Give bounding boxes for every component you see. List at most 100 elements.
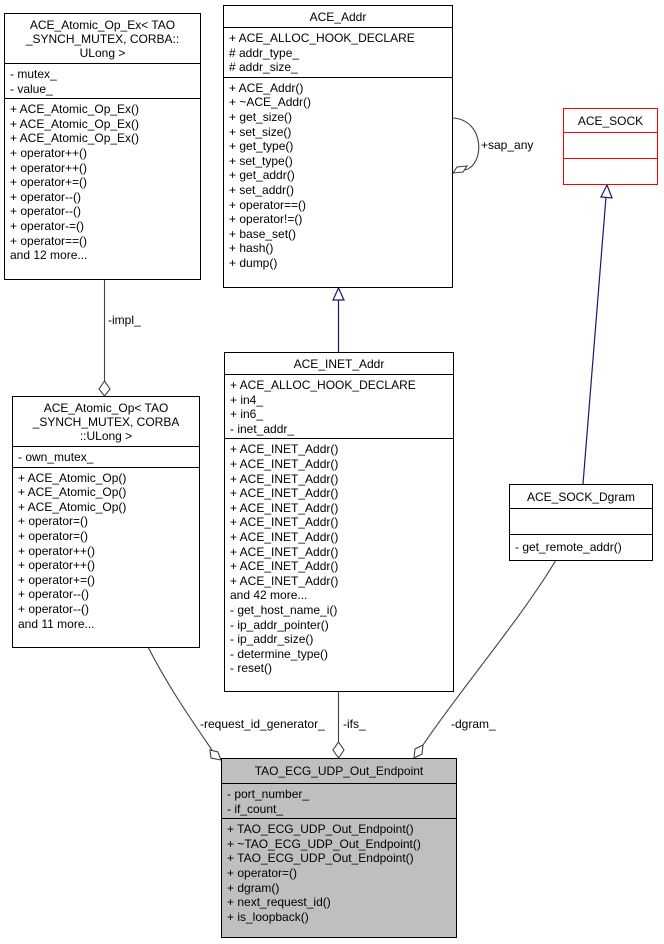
class-methods [564, 159, 657, 184]
class-attributes [510, 509, 652, 535]
class-title-line: ACE_INET_Addr [293, 357, 385, 371]
class-attribute: + in6_ [230, 407, 264, 422]
aggregation-edge-request-id-generator [147, 646, 213, 751]
class-method: - ip_addr_pointer() [230, 617, 329, 632]
class-attribute: - port_number_ [227, 787, 310, 801]
class-ace-inet-addr[interactable]: ACE_INET_Addr + ACE_ALLOC_HOOK_DECLARE+ … [224, 352, 454, 692]
class-methods: - get_remote_addr() [510, 535, 652, 558]
class-method: + operator=() [227, 865, 298, 880]
class-method: + get_type() [229, 139, 294, 154]
class-title-line: TAO_ECG_UDP_Out_Endpoint [254, 764, 424, 778]
class-methods: + ACE_INET_Addr()+ ACE_INET_Addr()+ ACE_… [225, 439, 453, 678]
class-method: + operator--() [10, 189, 82, 204]
aggregation-diamond [451, 165, 469, 174]
class-tao-ecg-udp-out-endpoint[interactable]: TAO_ECG_UDP_Out_Endpoint - port_number_-… [221, 758, 457, 938]
class-method: - ip_addr_size() [230, 632, 314, 647]
class-method: + TAO_ECG_UDP_Out_Endpoint() [227, 822, 414, 837]
class-method: + TAO_ECG_UDP_Out_Endpoint() [227, 851, 414, 866]
class-ace-sock[interactable]: ACE_SOCK [563, 108, 658, 185]
class-method: + is_loopback() [227, 909, 309, 924]
class-title-line: _SYNCH_MUTEX, CORBA:: [25, 32, 180, 46]
class-method: + ACE_Atomic_Op_Ex() [10, 131, 140, 146]
class-method: + operator++() [18, 543, 96, 558]
class-methods: + ACE_Atomic_Op_Ex()+ ACE_Atomic_Op_Ex()… [5, 99, 200, 265]
edge-label-ifs: -ifs_ [343, 717, 366, 731]
class-method: + ACE_INET_Addr() [230, 559, 339, 574]
class-method: + ACE_INET_Addr() [230, 486, 339, 501]
aggregation-diamond [413, 744, 424, 759]
class-method: + operator-=() [10, 218, 85, 233]
class-ace-sock-dgram[interactable]: ACE_SOCK_Dgram - get_remote_addr() [509, 484, 653, 561]
class-method: + set_addr() [229, 182, 295, 197]
class-method: + get_addr() [229, 168, 295, 183]
class-method: + operator--() [10, 204, 82, 219]
class-title-line: ACE_SOCK_Dgram [526, 490, 636, 504]
class-method: + hash() [229, 241, 274, 256]
aggregation-diamond [332, 741, 345, 759]
class-method: + set_size() [229, 124, 292, 139]
class-method: + next_request_id() [227, 895, 331, 910]
class-method: + ACE_Atomic_Op_Ex() [10, 116, 140, 131]
edge-label-request-id-generator: -request_id_generator_ [200, 717, 325, 731]
class-method: + get_size() [229, 109, 293, 124]
class-method: + ACE_INET_Addr() [230, 456, 339, 471]
class-method: + operator==() [10, 233, 88, 248]
class-title-line: ACE_Atomic_Op< TAO [43, 401, 169, 415]
class-title: ACE_Atomic_Op_Ex< TAO_SYNCH_MUTEX, CORBA… [5, 14, 200, 64]
class-title: ACE_SOCK [564, 109, 657, 133]
class-attributes: - port_number_- if_count_ [222, 784, 456, 820]
class-title: ACE_Atomic_Op< TAO_SYNCH_MUTEX, CORBA::U… [13, 397, 199, 447]
class-method: and 11 more... [18, 616, 95, 631]
edge-label-dgram: -dgram_ [451, 717, 496, 731]
class-method: + operator+=() [10, 175, 88, 190]
class-method: + operator+=() [18, 572, 96, 587]
class-ace-atomic-op-ex[interactable]: ACE_Atomic_Op_Ex< TAO_SYNCH_MUTEX, CORBA… [4, 13, 201, 280]
class-method: + set_type() [229, 153, 293, 168]
class-method: + ACE_INET_Addr() [230, 529, 339, 544]
class-methods: + TAO_ECG_UDP_Out_Endpoint()+ ~TAO_ECG_U… [222, 819, 456, 926]
class-attribute: - value_ [10, 81, 53, 96]
inheritance-arrowhead [332, 286, 345, 301]
class-method: + operator==() [229, 197, 307, 212]
class-title-line: ::ULong > [79, 429, 133, 443]
aggregation-diamond [209, 749, 222, 761]
edge-label-sap-any: +sap_any [481, 138, 534, 152]
class-attribute: + ACE_ALLOC_HOOK_DECLARE [230, 378, 416, 392]
class-title: ACE_Addr [224, 6, 452, 28]
class-method: - get_remote_addr() [515, 540, 622, 554]
class-method: + ACE_Atomic_Op() [18, 470, 127, 485]
class-attribute: - own_mutex_ [18, 450, 94, 464]
class-method: + base_set() [229, 226, 297, 241]
class-ace-atomic-op[interactable]: ACE_Atomic_Op< TAO_SYNCH_MUTEX, CORBA::U… [12, 396, 200, 648]
class-method: and 42 more... [230, 588, 308, 603]
class-attributes [564, 133, 657, 159]
class-ace-addr[interactable]: ACE_Addr + ACE_ALLOC_HOOK_DECLARE# addr_… [223, 5, 453, 288]
class-attribute: - inet_addr_ [230, 421, 295, 436]
class-method: + operator!=() [229, 212, 303, 227]
class-method: + ACE_Atomic_Op() [18, 485, 127, 500]
class-method: - get_host_name_i() [230, 602, 338, 617]
class-methods: + ACE_Atomic_Op()+ ACE_Atomic_Op()+ ACE_… [13, 468, 199, 634]
class-attribute: + ACE_ALLOC_HOOK_DECLARE [229, 31, 415, 45]
class-attributes: + ACE_ALLOC_HOOK_DECLARE+ in4_+ in6_- in… [225, 375, 453, 440]
edge-label-impl: -impl_ [108, 313, 141, 327]
class-attribute: - mutex_ [10, 67, 57, 81]
class-method: + operator--() [18, 587, 90, 602]
class-method: + dgram() [227, 880, 280, 895]
class-method: + ACE_Atomic_Op() [18, 499, 127, 514]
class-title: ACE_SOCK_Dgram [510, 485, 652, 509]
class-attributes: + ACE_ALLOC_HOOK_DECLARE# addr_type_# ad… [224, 28, 452, 78]
class-attribute: # addr_size_ [229, 60, 298, 75]
class-method: + ~ACE_Addr() [229, 95, 312, 110]
class-attribute: # addr_type_ [229, 45, 300, 60]
class-method: and 12 more... [10, 248, 88, 263]
inheritance-edge-sock-dgram [582, 196, 607, 485]
class-method: + ACE_INET_Addr() [230, 544, 339, 559]
class-method: + operator--() [18, 601, 90, 616]
class-title: TAO_ECG_UDP_Out_Endpoint [222, 759, 456, 784]
class-method: + operator++() [18, 558, 96, 573]
class-method: + ACE_Addr() [229, 80, 304, 95]
class-title-line: ULong > [79, 46, 126, 60]
class-attributes: - mutex_- value_ [5, 64, 200, 100]
